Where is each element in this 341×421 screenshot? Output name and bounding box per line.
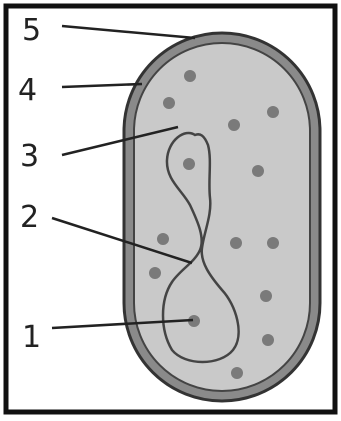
label-4: 4 [18, 73, 37, 108]
label-2: 2 [20, 200, 39, 235]
ribosome-dot [184, 70, 196, 82]
ribosome-dot [252, 165, 264, 177]
label-1: 1 [22, 320, 41, 355]
ribosome-dot [157, 233, 169, 245]
ribosome-dot [262, 334, 274, 346]
ribosome-dot [267, 237, 279, 249]
ribosome-dot [230, 237, 242, 249]
ribosome-dot [183, 158, 195, 170]
cytoplasm [134, 43, 310, 391]
ribosome-dot [149, 267, 161, 279]
label-5: 5 [22, 13, 41, 48]
ribosome-dot [231, 367, 243, 379]
ribosome-dot [163, 97, 175, 109]
label-3: 3 [20, 139, 39, 174]
ribosome-dot [260, 290, 272, 302]
ribosome-dot [267, 106, 279, 118]
ribosome-dot [228, 119, 240, 131]
